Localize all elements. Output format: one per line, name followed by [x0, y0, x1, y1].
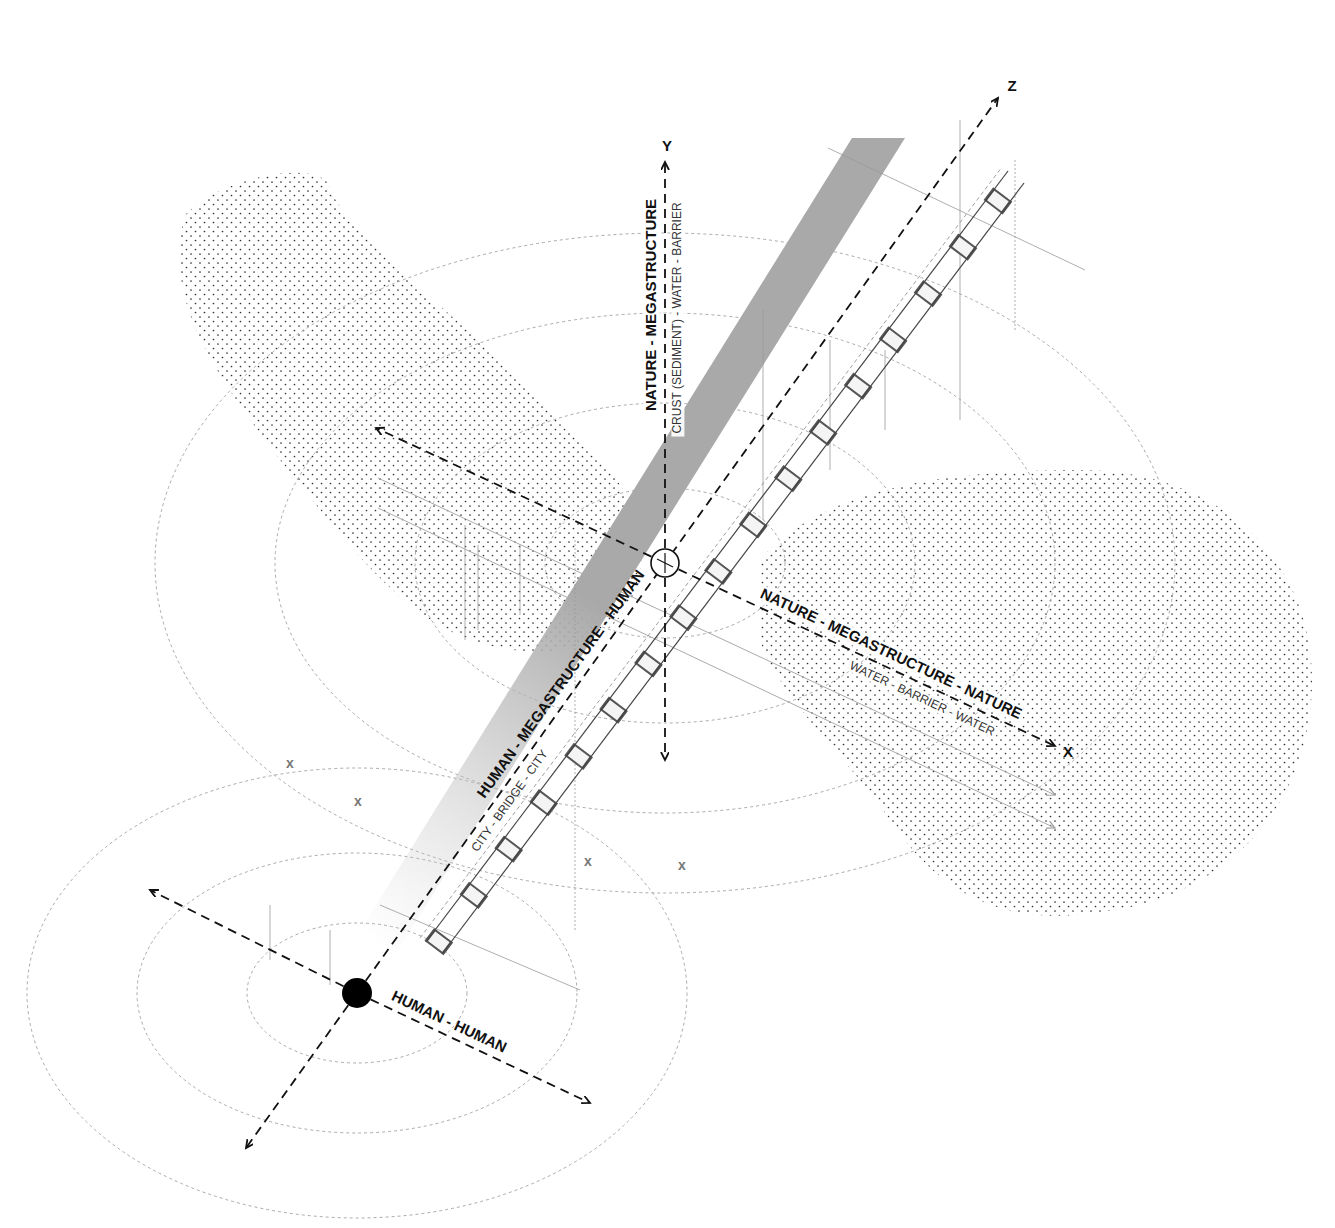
axis-sublabel: x [286, 756, 294, 771]
axis-label: Z [1007, 78, 1016, 95]
parallel-arrows [378, 478, 1055, 828]
center-target [651, 549, 679, 577]
construction-lines [270, 120, 1085, 990]
water-blob [760, 470, 1312, 916]
axis-label: Y [662, 138, 672, 155]
axis-label: NATURE - MEGASTRUCTURE [643, 196, 660, 414]
megastructure-band [345, 138, 905, 955]
bridge-structure [420, 167, 1024, 954]
axis-sublabel: x [354, 794, 362, 809]
axes [150, 98, 1055, 1148]
human-dot [342, 978, 372, 1008]
axis-label: HUMAN - HUMAN [389, 988, 509, 1056]
axis-sublabel: x [584, 854, 592, 869]
water-blob [179, 173, 642, 652]
range-rings [27, 233, 1175, 1218]
axis-sublabel: x [678, 858, 686, 873]
axis-sublabel: CRUST (SEDIMENT) - WATER - BARRIER [671, 199, 684, 436]
axis-label: X [1063, 744, 1073, 761]
